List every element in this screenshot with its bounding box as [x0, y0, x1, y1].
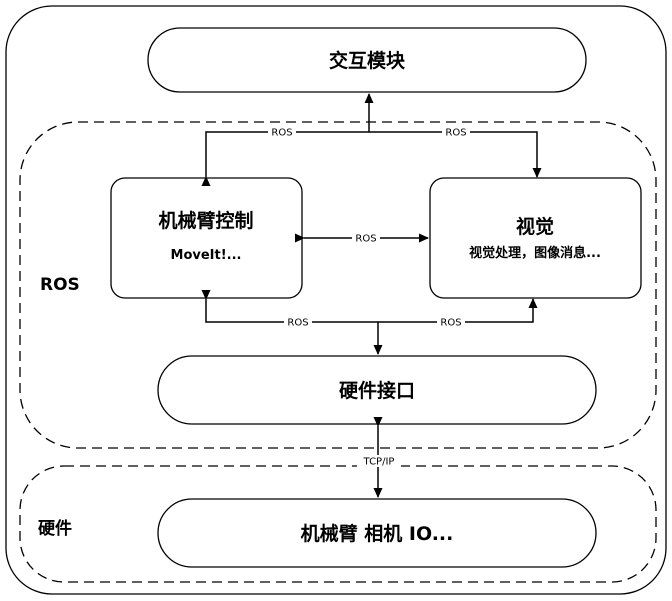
arm-control-box [110, 177, 303, 299]
ros-region-label: ROS [40, 275, 80, 295]
vision-title: 视觉 [516, 215, 554, 238]
edge-label-top-left: ROS [271, 128, 292, 139]
edge-label-top-right: ROS [445, 128, 466, 139]
hardware-devices-box [157, 498, 597, 568]
arm-control-title: 机械臂控制 [158, 209, 253, 232]
edge-label-bottom-right: ROS [440, 318, 461, 329]
hardware-interface-title: 硬件接口 [339, 379, 415, 402]
edge-label-middle: ROS [355, 234, 376, 245]
hardware-devices-title: 机械臂 相机 IO... [301, 522, 454, 545]
interaction-module-box [147, 27, 587, 93]
arm-control-subtitle: MoveIt!... [171, 248, 242, 263]
vision-subtitle: 视觉处理，图像消息... [469, 245, 601, 261]
ros-region [19, 121, 657, 449]
top-bus-line [201, 131, 542, 186]
vision-box [429, 177, 642, 299]
edge-label-tcp-ip: TCP/IP [363, 457, 395, 468]
edge-label-bottom-left: ROS [287, 318, 308, 329]
bottom-bus-line [201, 290, 538, 323]
hardware-region [19, 465, 657, 583]
interaction-module-title: 交互模块 [329, 49, 406, 72]
hardware-region-label: 硬件 [38, 518, 72, 539]
